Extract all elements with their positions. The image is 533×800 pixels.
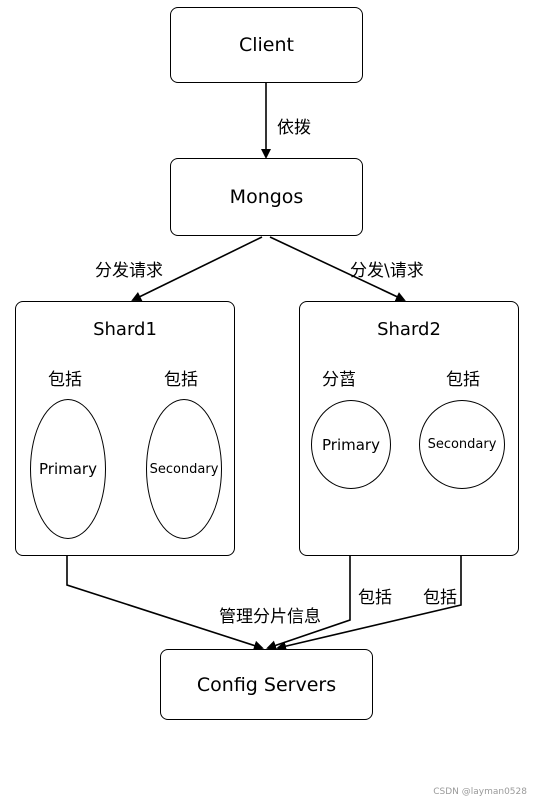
shard1-primary-node: Primary [30,399,106,539]
mongos-node: Mongos [170,158,363,236]
shard1-title: Shard1 [93,319,157,340]
client-node: Client [170,7,363,83]
shard1-secondary-node: Secondary [146,399,222,539]
watermark: CSDN @layman0528 [433,787,527,797]
shard1-secondary-label: Secondary [149,461,219,477]
client-label: Client [238,34,294,56]
shard2-title: Shard2 [377,319,441,340]
config-servers-label: Config Servers [196,673,337,696]
edge-label-shard2-primary-config: 包括 [358,588,392,608]
shard2-secondary-node: Secondary [419,400,505,489]
edge-label-shard2-secondary-config: 包括 [423,588,457,608]
config-servers-node: Config Servers [160,649,373,720]
edge-label-mongos-shard1: 分发请求 [95,261,163,281]
shard1-container: Shard1 包括 包括 Primary Secondary [15,301,235,556]
arrow-mongos-to-shard1 [131,236,263,301]
shard1-secondary-relation-label: 包括 [164,370,198,390]
shard2-primary-relation-label: 分蓞 [322,370,356,390]
shard2-secondary-relation-label: 包括 [446,370,480,390]
mongos-label: Mongos [229,186,304,208]
arrow-mongos-to-shard2 [269,236,406,302]
shard2-primary-label: Primary [322,435,380,454]
edge-label-mongos-shard2: 分发\请求 [350,261,424,281]
shard2-primary-node: Primary [311,400,391,489]
edge-label-client-mongos: 依拨 [277,118,311,138]
shard2-secondary-label: Secondary [427,437,497,452]
shard1-primary-relation-label: 包括 [48,370,82,390]
shard1-primary-label: Primary [39,460,97,478]
shard2-container: Shard2 分蓞 包括 Primary Secondary [299,301,519,556]
edge-label-manage-shards: 管理分片信息 [219,607,321,627]
